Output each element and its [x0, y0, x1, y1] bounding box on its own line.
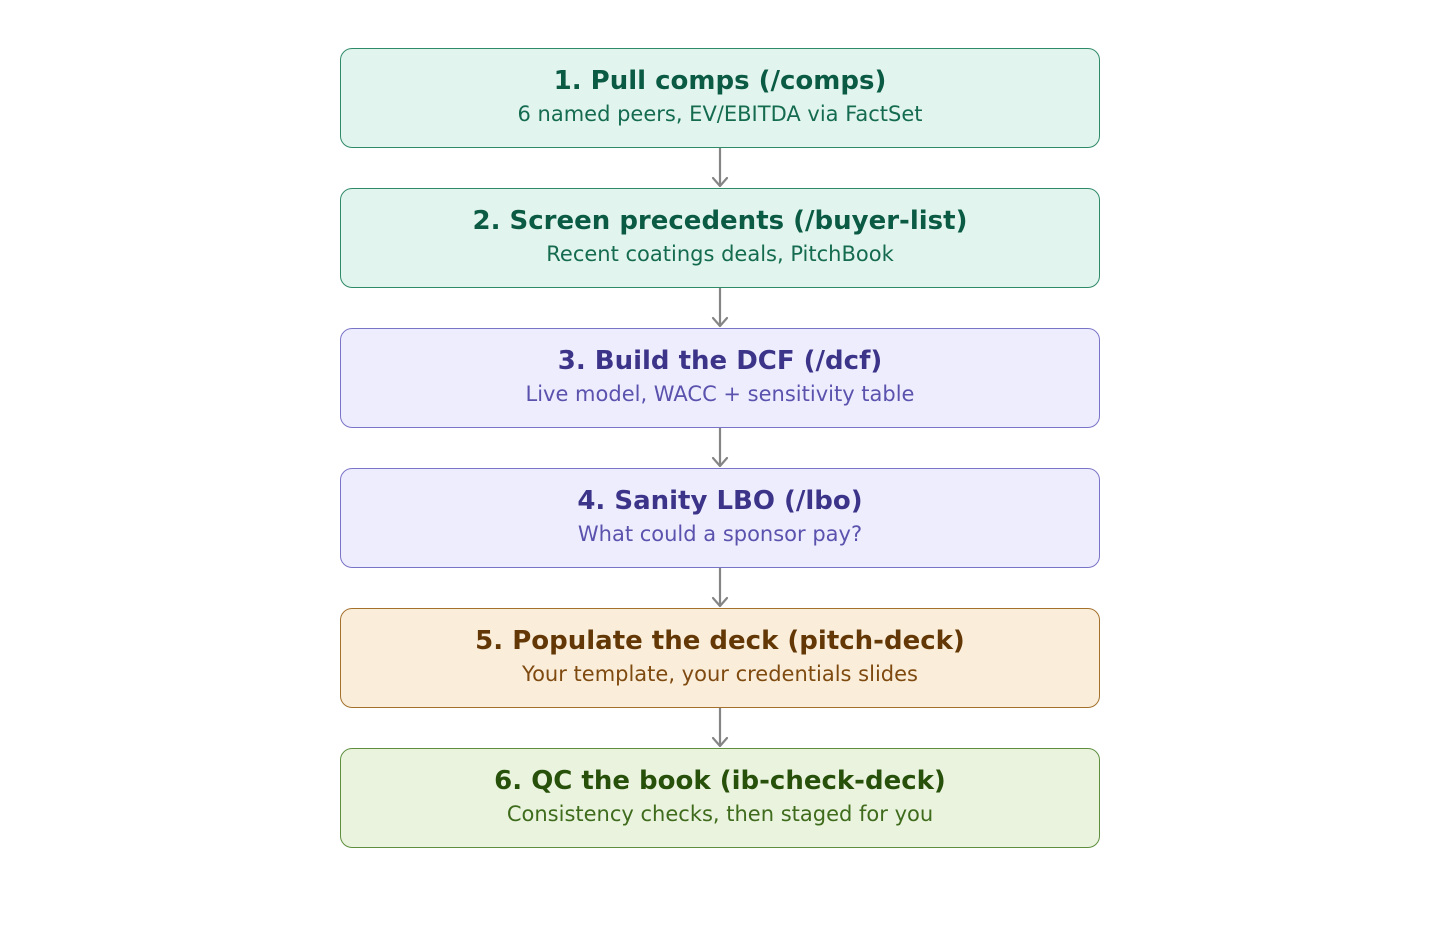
step-1-pull-comps: 1. Pull comps (/comps) 6 named peers, EV/… [340, 48, 1100, 148]
step-5-populate-the-deck: 5. Populate the deck (pitch-deck) Your te… [340, 608, 1100, 708]
connector-arrow-3-to-4 [711, 428, 729, 468]
step-subtitle: 6 named peers, EV/EBITDA via FactSet [517, 102, 923, 126]
step-subtitle: Live model, WACC + sensitivity table [525, 382, 915, 406]
step-title: 3. Build the DCF (/dcf) [557, 346, 883, 376]
step-subtitle: Consistency checks, then staged for you [506, 802, 934, 826]
step-subtitle: Your template, your credentials slides [522, 662, 918, 686]
arrowhead-icon [711, 456, 729, 468]
step-title: 5. Populate the deck (pitch-deck) [475, 626, 965, 656]
arrowhead-icon [711, 176, 729, 188]
step-title: 6. QC the book (ib-check-deck) [494, 766, 946, 796]
arrowhead-icon [711, 316, 729, 328]
step-3-build-the-dcf: 3. Build the DCF (/dcf) Live model, WACC … [340, 328, 1100, 428]
connector-arrow-5-to-6 [711, 708, 729, 748]
connector-arrow-2-to-3 [711, 288, 729, 328]
step-2-screen-precedents: 2. Screen precedents (/buyer-list) Recent… [340, 188, 1100, 288]
connector-arrow-4-to-5 [711, 568, 729, 608]
arrowhead-icon [711, 736, 729, 748]
arrowhead-icon [711, 596, 729, 608]
step-subtitle: What could a sponsor pay? [577, 522, 863, 546]
step-title: 2. Screen precedents (/buyer-list) [472, 206, 968, 236]
step-title: 4. Sanity LBO (/lbo) [577, 486, 863, 516]
step-title: 1. Pull comps (/comps) [553, 66, 887, 96]
step-subtitle: Recent coatings deals, PitchBook [546, 242, 894, 266]
step-4-sanity-lbo: 4. Sanity LBO (/lbo) What could a sponsor… [340, 468, 1100, 568]
connector-arrow-1-to-2 [711, 148, 729, 188]
step-6-qc-the-book: 6. QC the book (ib-check-deck) Consistenc… [340, 748, 1100, 848]
